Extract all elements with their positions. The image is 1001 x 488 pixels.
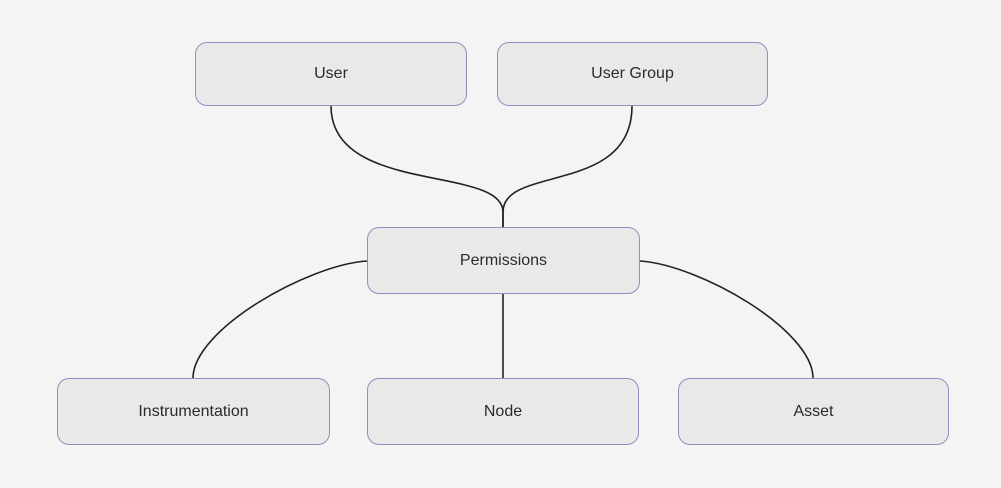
node-asset-label: Asset [793, 402, 834, 420]
node-instrumentation-label: Instrumentation [138, 402, 249, 420]
node-user: User [195, 42, 467, 106]
node-permissions: Permissions [367, 227, 640, 294]
node-user-group-label: User Group [591, 65, 674, 82]
node-instrumentation: Instrumentation [57, 378, 330, 445]
node-node: Node [367, 378, 639, 445]
node-permissions-label: Permissions [459, 251, 548, 269]
edge-usergroup-to-permissions [502, 105, 633, 227]
node-node-label: Node [483, 402, 523, 420]
edge-permissions-to-instrumentation [192, 260, 368, 379]
edge-permissions-to-asset [639, 260, 814, 379]
node-user-label: User [314, 65, 348, 82]
node-user-group: User Group [497, 42, 768, 106]
edge-user-to-permissions [330, 105, 504, 227]
node-asset: Asset [678, 378, 949, 445]
